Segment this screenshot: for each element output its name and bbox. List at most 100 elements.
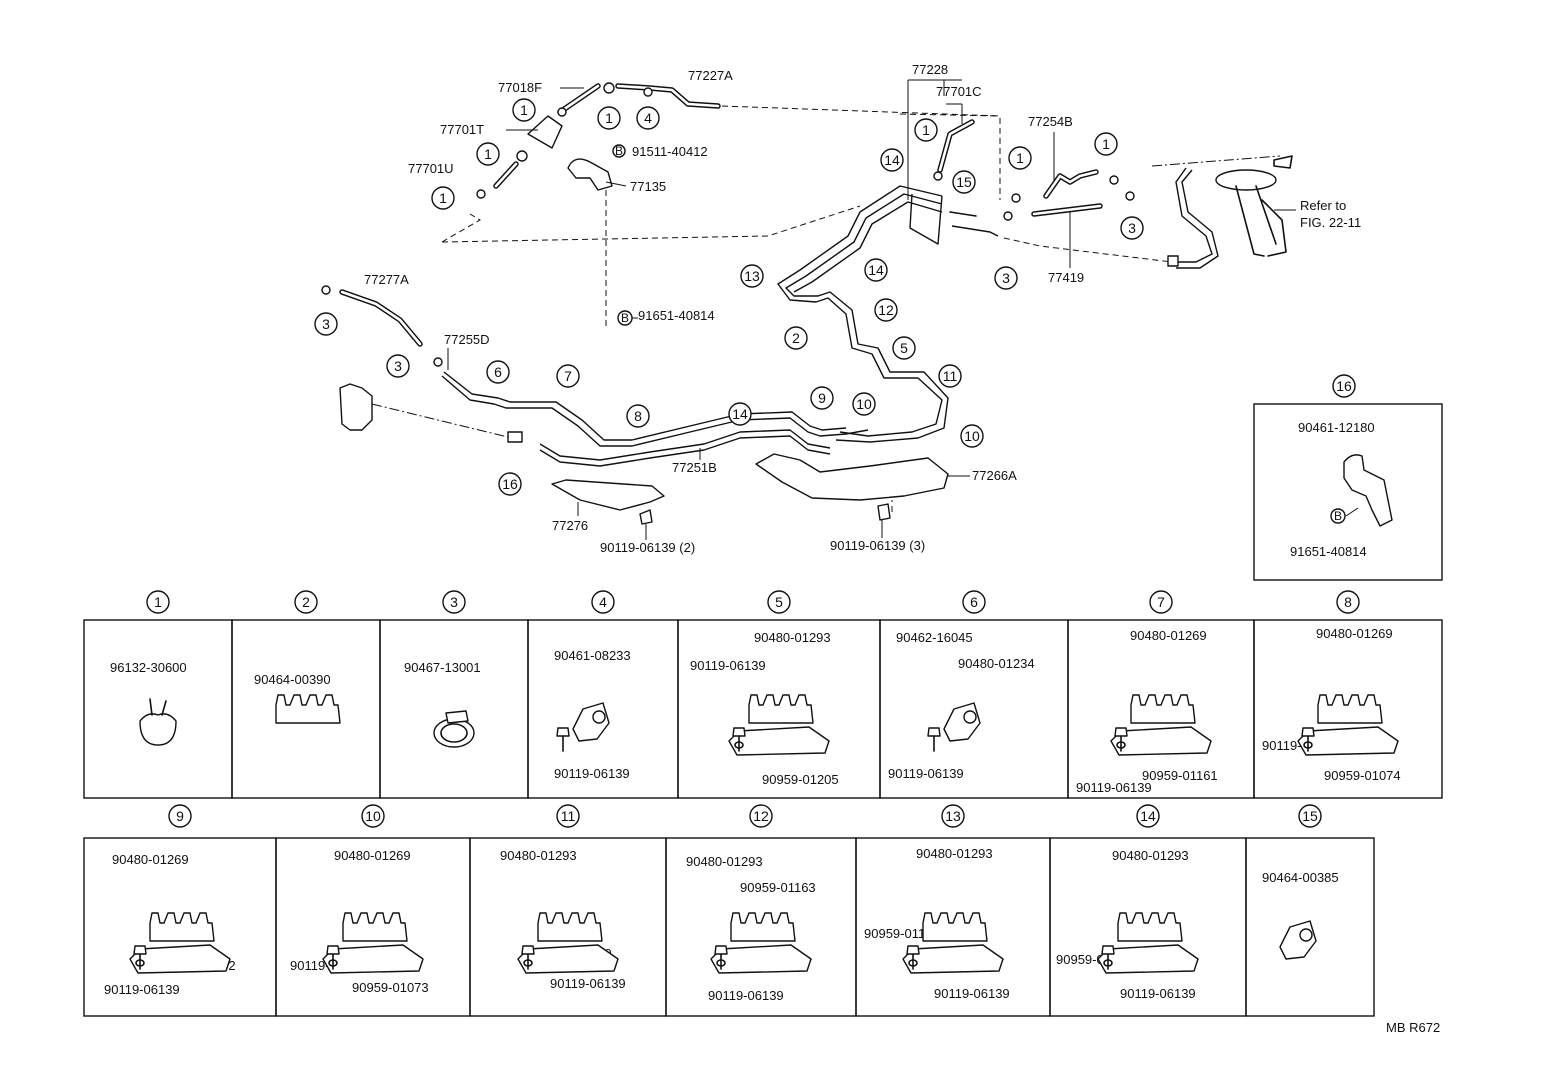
label-77419: 77419 [1048,270,1084,285]
label-77701T: 77701T [440,122,484,137]
bolt-b-glyph: B [615,144,623,158]
part-cell-number-ring [941,804,965,828]
part-number-label: 90461-08233 [554,648,631,663]
part-number-label: 90480-01234 [958,656,1035,671]
callout-13: 13 [744,268,760,284]
callout-14: 14 [732,406,748,422]
callout-5: 5 [900,340,908,356]
part-cell-6: 6 90462-16045 90480-01234 90119-06139 [879,590,1069,799]
part-cell-2: 2 90464-00390 [231,590,381,799]
part-cell-number: 10 [365,808,381,824]
callout-10: 10 [964,428,980,444]
lower-assembly [321,285,949,525]
bolt-b-glyph: B [621,311,629,325]
label-77255D: 77255D [444,332,490,347]
label-bolt-2: 90119-06139 (2) [600,540,695,555]
part-number-label: 90119-06139 [888,766,964,781]
part-cell-number: 6 [970,594,978,610]
part-number-label: 90959-01163 [740,880,816,895]
part-cell-border [1245,837,1375,1017]
part-number-label: 90119-06139 [708,988,784,1003]
drawing-code: MB R672 [1386,1020,1440,1035]
part-cell-number-ring [591,590,615,614]
part-cell-number: 7 [1157,594,1165,610]
part-cell-number: 3 [450,594,458,610]
label-77266A: 77266A [972,468,1017,483]
part-number-label: 90119-06139 [550,976,626,991]
callout-3: 3 [394,358,402,374]
callout-2: 2 [792,330,800,346]
part-cell-number-ring [1336,590,1360,614]
part-cell-number-ring [442,590,466,614]
part-cell-number: 13 [945,808,961,824]
callout-1: 1 [605,110,613,126]
part-number-label: 90462-16045 [896,630,973,645]
part-number-label: 90480-01269 [1130,628,1207,643]
detail-16: 16 90461-12180 B 91651-40814 [1253,374,1443,581]
part-cell-number-ring [556,804,580,828]
callout-14: 14 [868,262,884,278]
part-cell-number-ring [146,590,170,614]
callout-12: 12 [878,302,894,318]
part-cell-number-ring [1149,590,1173,614]
upper-left-assembly: B [441,82,1001,330]
callout-3: 3 [1002,270,1010,286]
part-cell-number-ring [962,590,986,614]
label-refer-to: Refer to [1300,198,1346,213]
label-fig-ref: FIG. 22-11 [1300,215,1361,230]
part-cell-number-ring [749,804,773,828]
part-number-label: 90959-01073 [352,980,429,995]
part-number-label: 90480-01269 [334,848,411,863]
callout-3: 3 [1128,220,1136,236]
part-cell-number-ring [1298,804,1322,828]
part-number-label: 90119-06139 [554,766,630,781]
parts-row-1: 196132-30600290464-00390390467-130014904… [83,590,1443,799]
part-cell-number: 12 [753,808,769,824]
part-cell-number-ring [361,804,385,828]
part-cell-number-ring [294,590,318,614]
callout-9: 9 [818,390,826,406]
part-cell-number: 1 [154,594,162,610]
callout-1: 1 [1102,136,1110,152]
part-cell-number: 15 [1302,808,1318,824]
part-cell-number: 9 [176,808,184,824]
part-cell-number: 8 [1344,594,1352,610]
label-77254B: 77254B [1028,114,1073,129]
label-bolt-3: 90119-06139 (3) [830,538,925,553]
part-cell-number-ring [767,590,791,614]
callout-8: 8 [634,408,642,424]
part-number-label: 90119-06139 [1076,780,1152,795]
callout-16: 16 [502,476,518,492]
label-77251B: 77251B [672,460,717,475]
callout-6: 6 [494,364,502,380]
part-number-label: 90119-06139 [934,986,1010,1001]
part-number-label: 90464-00385 [1262,870,1339,885]
part-cell-3: 3 90467-13001 [379,590,529,799]
part-cell-number: 2 [302,594,310,610]
part-number-label: 90464-00390 [254,672,331,687]
part-cell-15: 15 90464-00385 [1245,804,1375,1017]
part-number-label: 90959-01205 [762,772,839,787]
callout-1: 1 [1016,150,1024,166]
callout-4: 4 [644,110,652,126]
part-number-label: 90467-13001 [404,660,481,675]
callout-7: 7 [564,368,572,384]
label-77135: 77135 [630,179,666,194]
part-cell-number: 11 [561,808,576,824]
callout-1: 1 [484,146,492,162]
part-number-label: 90119-06139 [1120,986,1196,1001]
part-number-label: 90480-01269 [1316,626,1393,641]
part-number-label: 90959-01179 [864,926,940,941]
label-77228: 77228 [912,62,948,77]
label-77701C: 77701C [936,84,982,99]
callout-10: 10 [856,396,872,412]
part-number-label: 90480-01269 [112,852,189,867]
part-cell-border [1253,619,1443,799]
part-cell-number-ring [1136,804,1160,828]
